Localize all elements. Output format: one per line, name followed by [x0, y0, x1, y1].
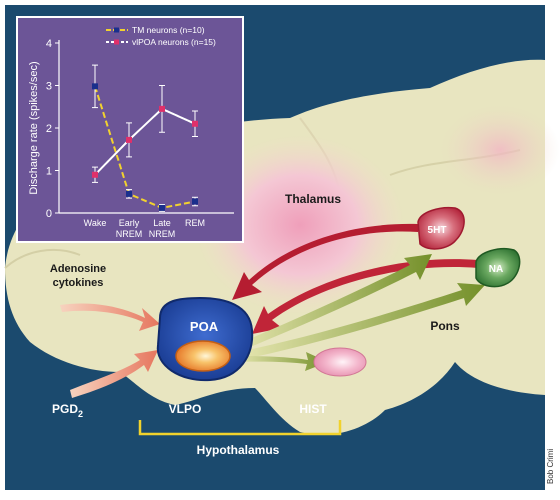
hist-label: HIST	[299, 402, 327, 416]
hypothalamus-label: Hypothalamus	[197, 443, 280, 457]
data-point	[92, 171, 98, 178]
legend-marker	[114, 39, 119, 45]
data-point	[159, 105, 165, 112]
data-point	[126, 136, 132, 143]
data-point	[92, 83, 98, 90]
data-point	[159, 204, 165, 211]
vlpo-to-na-arrow	[238, 283, 485, 360]
legend-marker	[114, 27, 119, 33]
cytokines-label: cytokines	[53, 277, 104, 289]
sht-node: 5HT	[417, 206, 465, 250]
chart-panel	[16, 16, 244, 243]
data-point	[192, 198, 198, 205]
y-tick-label: 4	[46, 38, 52, 50]
thalamus-label: Thalamus	[285, 192, 341, 206]
hist-node	[313, 347, 367, 377]
y-tick-label: 1	[46, 166, 52, 178]
sht-label: 5HT	[428, 225, 447, 236]
vlpo-to-hist-arrow	[236, 352, 328, 371]
sht-to-poa-arrow	[232, 223, 418, 300]
chart-legend: TM neurons (n=10) vlPOA neurons (n=15)	[106, 25, 216, 47]
vlpo-label: VLPO	[169, 402, 202, 416]
na-label: NA	[489, 264, 503, 275]
vlpo-output-arrows	[235, 254, 485, 371]
series-line	[94, 107, 196, 176]
x-tick-label: Wake	[84, 218, 107, 228]
data-point	[126, 190, 132, 197]
chart-marks	[92, 64, 198, 212]
legend-label: TM neurons (n=10)	[132, 25, 205, 35]
hypothalamus-bracket	[138, 420, 342, 436]
y-axis-label: Discharge rate (spikes/sec)	[28, 61, 40, 194]
diagram-labels: Thalamus Pons Adenosine cytokines PGD2 V…	[50, 192, 555, 484]
vlpo-to-sht-arrow	[235, 254, 432, 352]
adenosine-arrow	[60, 303, 160, 331]
data-point	[192, 120, 198, 127]
series-line	[94, 86, 196, 209]
adenosine-label: Adenosine	[50, 263, 106, 275]
pgd-label: PGD2	[52, 402, 83, 419]
legend-label: vlPOA neurons (n=15)	[132, 37, 216, 47]
pgd2-arrow	[70, 350, 158, 398]
y-tick-label: 2	[46, 123, 52, 135]
poa-label: POA	[190, 319, 219, 334]
na-node: NA	[475, 248, 521, 288]
y-tick-label: 3	[46, 81, 52, 93]
x-tick-label: REM	[185, 218, 205, 228]
input-arrows	[60, 303, 160, 398]
vlpo-node	[175, 340, 231, 372]
na-to-poa-arrow	[252, 259, 478, 334]
artist-credit: Bob Crimi	[546, 449, 555, 484]
inhibitory-arrows	[232, 223, 478, 334]
pons-label: Pons	[430, 319, 460, 333]
y-tick-label: 0	[46, 208, 52, 220]
